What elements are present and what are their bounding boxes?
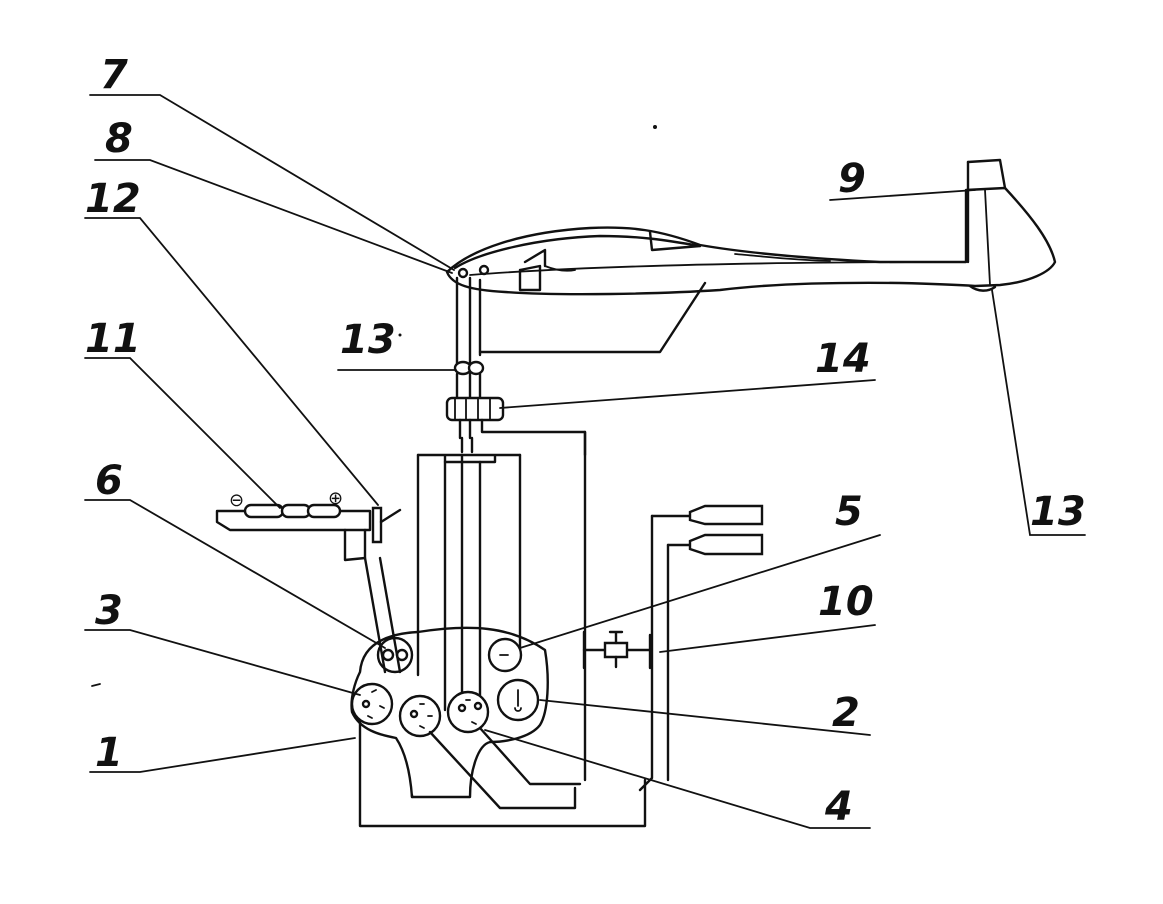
manifold-top	[418, 455, 520, 462]
callout-12: 12	[85, 176, 141, 222]
callout-3: 3	[95, 588, 123, 634]
callout-9: 9	[838, 156, 866, 202]
callout-10: 10	[818, 579, 874, 625]
glider-nose-port	[480, 266, 488, 274]
pneumatic-lines	[447, 262, 960, 780]
callout-13-valve: 13	[340, 317, 396, 363]
instrument-3	[352, 684, 392, 724]
instrument-1	[400, 696, 440, 736]
bottle-lower	[690, 535, 762, 554]
glider-cockpit-frame	[520, 250, 545, 290]
glider-rudder-hinge	[985, 190, 990, 285]
leader-lines	[85, 95, 1085, 828]
battery-plus-symbol: ⊕	[328, 488, 343, 509]
callout-1: 1	[95, 730, 123, 776]
callout-6: 6	[95, 458, 123, 504]
callout-11: 11	[85, 316, 141, 362]
bottle-upper	[690, 506, 762, 524]
battery-minus-symbol: ⊖	[229, 490, 244, 511]
instrument-4	[448, 692, 488, 732]
scan-mark	[92, 684, 100, 686]
callout-8: 8	[105, 116, 133, 162]
glider-wing-root	[735, 254, 830, 261]
callout-2: 2	[832, 690, 860, 736]
bottle-branch	[584, 506, 762, 790]
battery-cell-1	[245, 505, 283, 517]
switch-12	[373, 508, 381, 542]
battery-tray	[217, 511, 370, 530]
electrical-branch: ⊖ ⊕	[217, 488, 400, 560]
battery-cell-2	[282, 505, 310, 517]
callout-13-tail: 13	[1030, 489, 1086, 535]
scan-speck	[653, 125, 657, 129]
valve-10	[605, 643, 627, 657]
glider-tail-skid	[970, 286, 995, 291]
callout-labels: 7 8 12 11 6 3 1 13 14 9 13 5 10 2 4	[85, 52, 1086, 830]
glider-fin-top	[968, 160, 1005, 188]
callout-4: 4	[824, 784, 853, 830]
connector-14	[447, 398, 503, 420]
glider-nose-probe	[459, 269, 467, 277]
battery-cell-3	[308, 505, 340, 517]
callout-14: 14	[815, 336, 871, 382]
glider	[447, 160, 1055, 294]
glider-canopy	[455, 236, 700, 268]
callout-7: 7	[100, 52, 128, 98]
panel-body	[352, 628, 548, 797]
callout-5: 5	[835, 489, 863, 535]
scan-speck	[398, 333, 402, 337]
glider-fuselage	[447, 188, 1055, 294]
glider-rear-canopy	[650, 232, 700, 250]
instrument-panel	[352, 432, 645, 826]
